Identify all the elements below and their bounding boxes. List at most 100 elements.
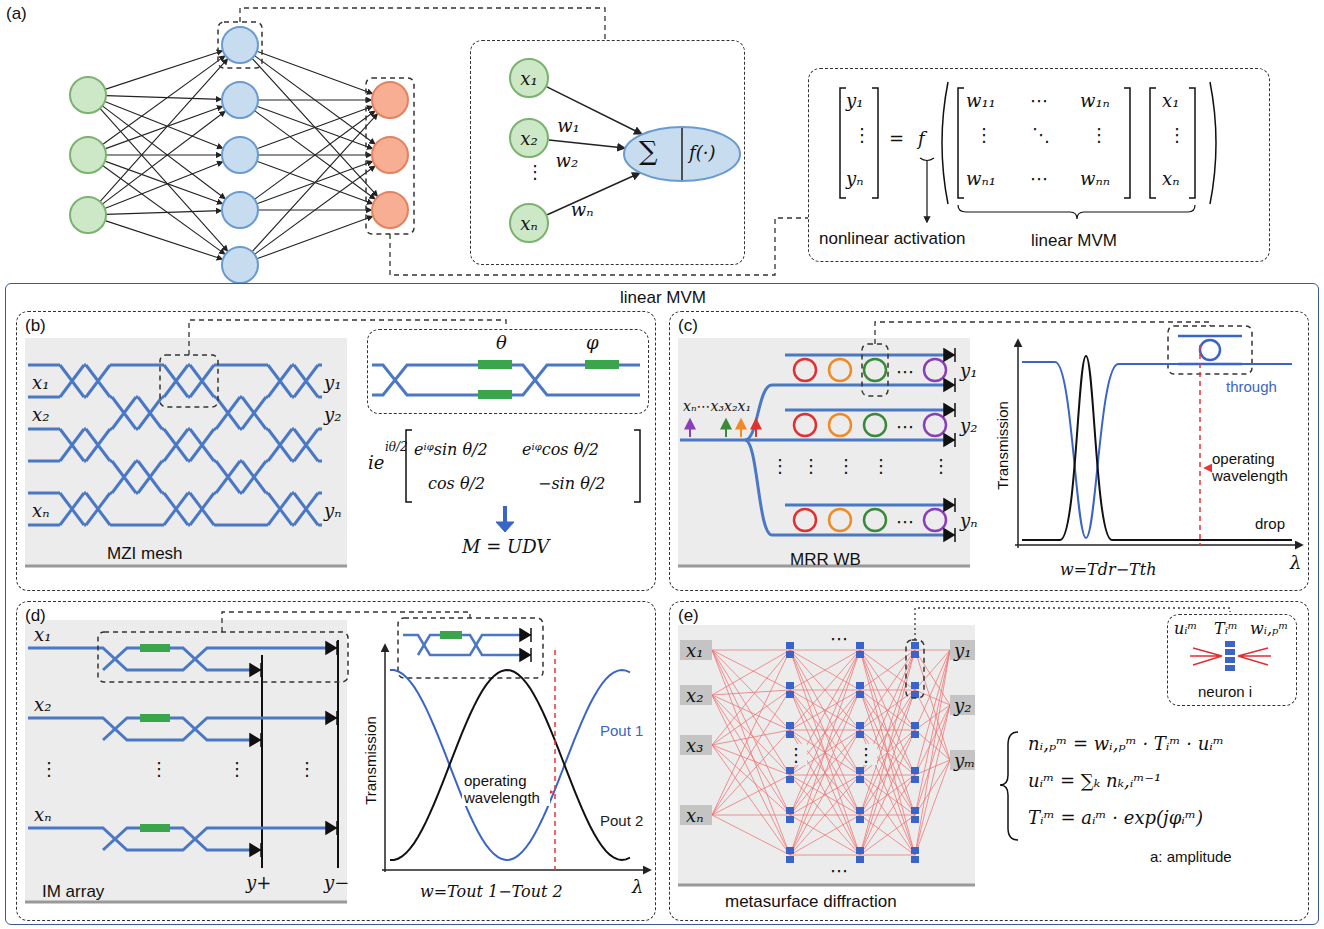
gap xyxy=(190,362,214,400)
waveguide xyxy=(28,718,326,740)
wavelength-arrow xyxy=(740,420,742,437)
text-label: f xyxy=(918,128,925,149)
node-text: θ xyxy=(496,332,507,353)
edge-label: wₙ xyxy=(571,199,594,220)
node-text: ∑ xyxy=(639,136,658,166)
coupler xyxy=(294,429,318,461)
gap xyxy=(294,426,318,464)
callout-box xyxy=(862,344,888,396)
operating-line xyxy=(554,650,556,870)
meta-atom xyxy=(911,807,919,814)
gap xyxy=(268,490,292,528)
text-label: wₙ₁ xyxy=(966,168,996,189)
diffraction-ray xyxy=(915,650,950,775)
coupler xyxy=(190,429,214,461)
gap xyxy=(86,362,110,400)
diffraction-ray xyxy=(860,815,915,855)
diffraction-ray xyxy=(712,650,790,855)
node-text: ⋮ xyxy=(526,161,544,182)
through-waveguide xyxy=(772,384,950,387)
net-link xyxy=(105,161,222,203)
callout-box xyxy=(1168,326,1252,374)
input-node: x₂ xyxy=(509,118,549,158)
waveguide xyxy=(28,648,326,670)
text-label: ie xyxy=(368,452,384,473)
gap xyxy=(294,362,318,400)
node-text: φ xyxy=(586,332,599,353)
diffraction-ray xyxy=(712,745,790,855)
gap xyxy=(112,458,136,496)
gap xyxy=(268,426,292,464)
weight-arrow xyxy=(549,140,624,148)
gap xyxy=(86,426,110,464)
coupler xyxy=(86,429,110,461)
text-label: yₙ xyxy=(324,500,341,521)
photodiode xyxy=(326,821,337,835)
meta-atom xyxy=(856,807,864,814)
photodiode xyxy=(944,528,955,542)
net-link xyxy=(106,96,221,100)
meta-atom xyxy=(786,816,794,823)
text-label: yₙ xyxy=(960,510,977,531)
diffraction-ray xyxy=(712,815,790,816)
pout2-curve xyxy=(390,670,630,860)
meta-atom xyxy=(786,691,794,698)
waveguide xyxy=(103,648,250,670)
diffraction-ray xyxy=(860,855,915,856)
diffraction-ray xyxy=(860,650,915,730)
mvm-brace xyxy=(958,205,1195,219)
chip-area xyxy=(25,338,347,566)
text-label: ⋮ xyxy=(1168,124,1186,145)
coupler xyxy=(190,365,214,397)
neuron-detail-box: ⋮x₁x₂xₙ∑f(·) xyxy=(470,40,745,265)
net-link xyxy=(258,99,371,100)
text-label: ⋯ xyxy=(1030,168,1048,189)
diffraction-ray xyxy=(790,730,860,731)
diffraction-ray xyxy=(915,760,950,855)
text-label: y₂ xyxy=(324,404,341,425)
text-label: ⋮ xyxy=(40,758,58,779)
hidden-neuron xyxy=(222,192,258,228)
net-link xyxy=(255,56,375,144)
hidden-neuron xyxy=(222,27,258,63)
node-text: IM array xyxy=(42,882,104,902)
text-label: Transmission xyxy=(993,401,1010,490)
drop-waveguide xyxy=(785,504,950,507)
diffraction-ray xyxy=(915,705,950,775)
phase-shifter xyxy=(140,824,170,832)
net-link xyxy=(257,107,372,149)
meta-atom xyxy=(856,816,864,823)
coupler xyxy=(86,493,110,525)
text-label: w=Tdr−Tth xyxy=(1060,560,1156,579)
coupler xyxy=(294,365,318,397)
chip-area xyxy=(678,625,975,885)
bus-waveguide xyxy=(680,439,745,442)
node-text: x₂ xyxy=(520,128,537,149)
gap xyxy=(216,394,240,432)
diffraction-ray xyxy=(915,705,950,855)
diffraction-ray xyxy=(712,745,790,815)
diffraction-ray xyxy=(712,690,790,815)
gap xyxy=(138,394,162,432)
microring xyxy=(924,414,946,436)
coupler xyxy=(112,397,136,429)
output-port xyxy=(950,750,975,770)
axis xyxy=(1017,340,1019,548)
gap xyxy=(242,394,266,432)
text-label: ⋯ xyxy=(830,860,848,881)
diffraction-ray xyxy=(790,690,860,855)
diffraction-ray xyxy=(915,650,950,730)
diffraction-ray xyxy=(790,650,860,690)
text-label: x₁ xyxy=(686,640,703,661)
gap xyxy=(242,458,266,496)
coupler xyxy=(60,493,84,525)
text-label: ⋮ xyxy=(975,124,993,145)
diffraction-ray xyxy=(915,690,950,705)
photodiode xyxy=(250,733,261,747)
meta-atom xyxy=(856,767,864,774)
text-label: xₙ xyxy=(34,804,51,825)
diffraction-ray xyxy=(790,775,860,855)
text-label: ⋮ xyxy=(771,455,789,476)
text-label: y₂ xyxy=(954,695,971,716)
meta-atom xyxy=(1225,641,1235,647)
